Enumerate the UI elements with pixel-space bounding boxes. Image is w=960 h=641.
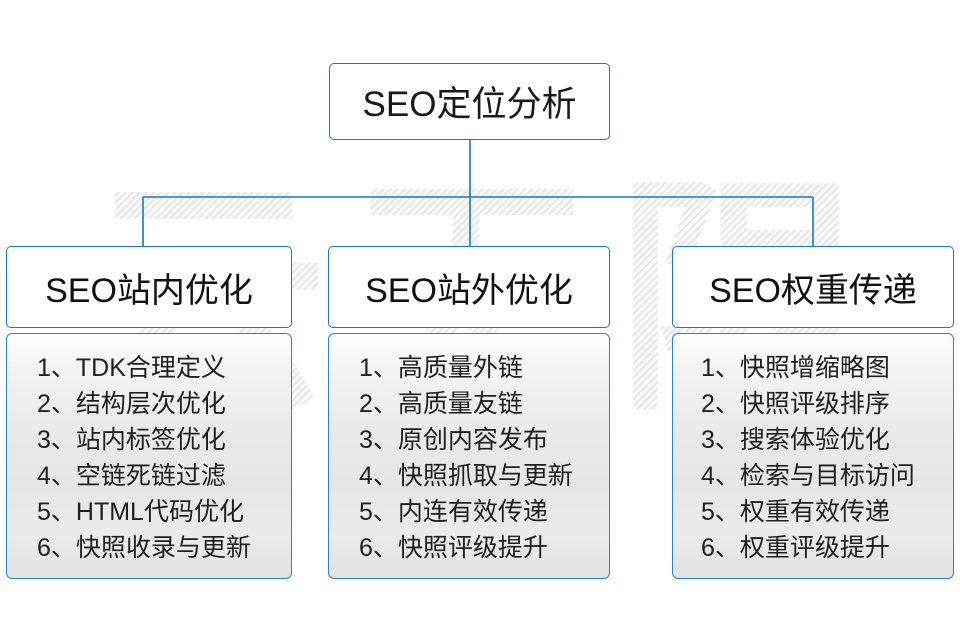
list-item: 1、快照增缩略图 <box>701 354 890 382</box>
page-title: SEO定位分析 <box>362 85 577 124</box>
list-item: 1、高质量外链 <box>359 354 523 382</box>
column-body-1: 1、高质量外链 2、高质量友链 3、原创内容发布 4、快照抓取与更新 5、内连有… <box>328 333 610 579</box>
column-header-0[interactable]: SEO站内优化 <box>6 246 292 328</box>
column-body-0: 1、TDK合理定义 2、结构层次优化 3、站内标签优化 4、空链死链过滤 5、H… <box>6 333 292 579</box>
column-header-label-2: SEO权重传递 <box>709 271 917 310</box>
list-item: 2、结构层次优化 <box>37 390 226 418</box>
column-seo-weight: SEO权重传递 1、快照增缩略图 2、快照评级排序 3、搜索体验优化 4、检索与… <box>672 246 954 579</box>
list-item: 6、快照收录与更新 <box>37 534 251 562</box>
column-seo-onsite: SEO站内优化 1、TDK合理定义 2、结构层次优化 3、站内标签优化 4、空链… <box>6 246 292 579</box>
list-item: 4、检索与目标访问 <box>701 462 915 490</box>
column-list-2: 1、快照增缩略图 2、快照评级排序 3、搜索体验优化 4、检索与目标访问 5、权… <box>673 350 953 566</box>
column-header-label-0: SEO站内优化 <box>45 271 253 310</box>
list-item: 4、快照抓取与更新 <box>359 462 573 490</box>
list-item: 4、空链死链过滤 <box>37 462 226 490</box>
list-item: 3、搜索体验优化 <box>701 426 890 454</box>
list-item: 5、HTML代码优化 <box>37 498 244 526</box>
list-item: 2、高质量友链 <box>359 390 523 418</box>
list-item: 5、权重有效传递 <box>701 498 890 526</box>
list-item: 2、快照评级排序 <box>701 390 890 418</box>
column-body-2: 1、快照增缩略图 2、快照评级排序 3、搜索体验优化 4、检索与目标访问 5、权… <box>672 333 954 579</box>
list-item: 6、快照评级提升 <box>359 534 548 562</box>
column-list-1: 1、高质量外链 2、高质量友链 3、原创内容发布 4、快照抓取与更新 5、内连有… <box>329 350 609 566</box>
column-list-0: 1、TDK合理定义 2、结构层次优化 3、站内标签优化 4、空链死链过滤 5、H… <box>7 350 291 566</box>
list-item: 1、TDK合理定义 <box>37 354 226 382</box>
list-item: 3、原创内容发布 <box>359 426 548 454</box>
root-title-box[interactable]: SEO定位分析 <box>329 63 610 140</box>
list-item: 5、内连有效传递 <box>359 498 548 526</box>
column-header-label-1: SEO站外优化 <box>365 271 573 310</box>
list-item: 3、站内标签优化 <box>37 426 226 454</box>
column-header-1[interactable]: SEO站外优化 <box>328 246 610 328</box>
column-header-2[interactable]: SEO权重传递 <box>672 246 954 328</box>
list-item: 6、权重评级提升 <box>701 534 890 562</box>
column-seo-offsite: SEO站外优化 1、高质量外链 2、高质量友链 3、原创内容发布 4、快照抓取与… <box>328 246 610 579</box>
